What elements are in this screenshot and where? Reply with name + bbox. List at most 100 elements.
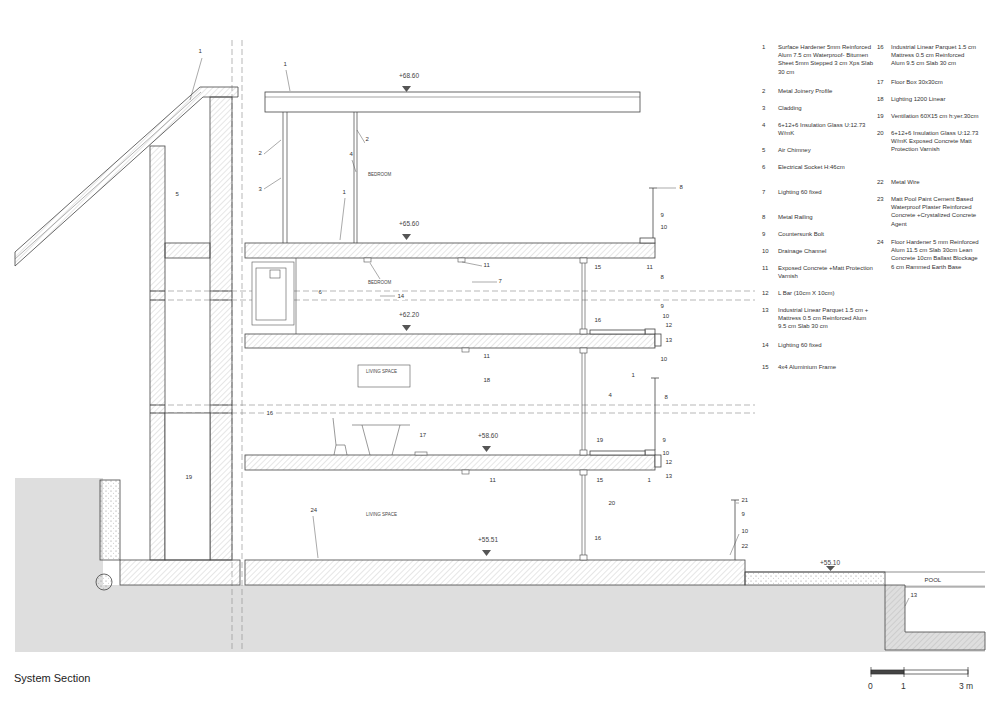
interior-fittings — [333, 418, 347, 455]
main-slabs — [645, 329, 655, 334]
railing — [649, 188, 657, 189]
note-number: 19 — [877, 112, 884, 120]
callout-number: 11 — [646, 264, 653, 271]
main-slabs — [655, 455, 661, 467]
glazing — [580, 348, 587, 353]
scale-number: 3 m — [959, 682, 973, 692]
note-text: Floor Hardener 5 mm Reinforced Alum 11.5… — [891, 238, 979, 271]
callout-number: 16 — [594, 317, 602, 324]
callout-number: 18 — [483, 377, 491, 384]
level-marker — [402, 325, 411, 331]
ground-fill — [15, 585, 985, 652]
interior-fittings — [415, 452, 427, 455]
leader-line — [736, 503, 739, 504]
old-house — [210, 97, 232, 560]
retaining-wall — [96, 480, 240, 590]
level-elevation: +55.10 — [820, 559, 840, 566]
main-slabs — [590, 451, 645, 455]
callout-number: 22 — [741, 543, 749, 550]
note-text: 6+12+6 Insulation Glass U:12.73 W/mK Exp… — [891, 129, 979, 154]
leader-line — [190, 58, 202, 100]
main-slabs — [245, 334, 655, 348]
note-number: 4 — [762, 121, 765, 129]
level-elevation: +62.20 — [399, 311, 419, 318]
scale-bar — [904, 667, 905, 677]
old-house — [210, 300, 232, 301]
callout-number: 10 — [660, 224, 668, 231]
note-text: Cladding — [778, 104, 874, 112]
callout-number: 4 — [608, 392, 612, 399]
note-number: 11 — [762, 264, 768, 272]
callout-number: 2 — [258, 150, 262, 157]
drawing-title: System Section — [14, 672, 90, 685]
leader-line — [370, 263, 380, 279]
callout-number: 19 — [185, 474, 193, 481]
note-text: Electrical Socket H:46cm — [778, 163, 874, 171]
callout-number: 7 — [498, 278, 502, 285]
note-number: 10 — [762, 247, 769, 255]
note-text: Metal Wire — [891, 178, 979, 186]
cut-line — [150, 291, 755, 292]
scale-bar — [871, 667, 968, 677]
leader-line — [357, 130, 365, 143]
callout-number: 13 — [665, 473, 673, 480]
note-number: 18 — [877, 95, 884, 103]
scale-number: 1 — [901, 682, 906, 692]
glazing — [296, 258, 297, 334]
note-number: 7 — [762, 188, 765, 196]
callout-number: 16 — [266, 410, 274, 417]
level-elevation: +58.60 — [478, 432, 498, 439]
level-elevation: +65.60 — [399, 220, 419, 227]
leader-line — [340, 198, 345, 240]
note-number: 17 — [877, 78, 884, 86]
glazing — [580, 258, 587, 263]
old-house — [150, 413, 165, 414]
callout-number: 20 — [608, 500, 616, 507]
glazing — [582, 348, 583, 455]
upper-volume — [354, 112, 355, 243]
callout-number: 8 — [664, 394, 668, 401]
leader-line — [657, 188, 676, 189]
note-number: 15 — [762, 363, 769, 371]
note-text: Metal Joinery Profile — [778, 87, 874, 95]
callout-number: 13 — [910, 592, 918, 599]
level-marker — [402, 86, 835, 571]
interior-fittings — [462, 348, 469, 352]
callout-number: 9 — [660, 303, 664, 310]
note-text: Countersunk Bolt — [778, 230, 874, 238]
note-text: Industrial Linear Parquet 1.5 cm + Mattr… — [778, 306, 874, 331]
note-text: Drainage Channel — [778, 247, 874, 255]
note-number: 14 — [762, 341, 769, 349]
old-house — [150, 146, 165, 560]
main-slabs — [245, 560, 745, 585]
note-number: 12 — [762, 289, 769, 297]
callout-number: 12 — [665, 459, 673, 466]
callout-number: 9 — [662, 437, 666, 444]
callout-number: 1 — [647, 477, 651, 484]
old-house — [210, 291, 232, 292]
cut-line — [150, 300, 755, 301]
room-tag: BEDROOM — [368, 280, 391, 285]
note-number: 5 — [762, 146, 765, 154]
callout-number: 1 — [342, 189, 346, 196]
note-number: 23 — [877, 195, 884, 203]
note-number: 2 — [762, 87, 765, 95]
callout-number: 13 — [665, 337, 673, 344]
note-text: Air Chimney — [778, 146, 874, 154]
leader-line — [380, 296, 395, 297]
callout-number: 1 — [198, 48, 202, 55]
callout-number: 11 — [483, 353, 490, 360]
railing — [653, 188, 654, 238]
note-text: Floor Box 30x30cm — [891, 78, 979, 86]
glazing — [582, 470, 583, 560]
note-number: 22 — [877, 178, 884, 186]
scale-bar — [968, 667, 969, 677]
pool — [905, 587, 985, 588]
callout-number: 10 — [662, 450, 670, 457]
interior-fittings — [458, 258, 465, 262]
callout-number: 16 — [594, 535, 602, 542]
callout-number: 10 — [662, 313, 670, 320]
callout-number: 11 — [489, 477, 496, 484]
old-house — [165, 243, 210, 258]
old-house — [210, 413, 232, 414]
